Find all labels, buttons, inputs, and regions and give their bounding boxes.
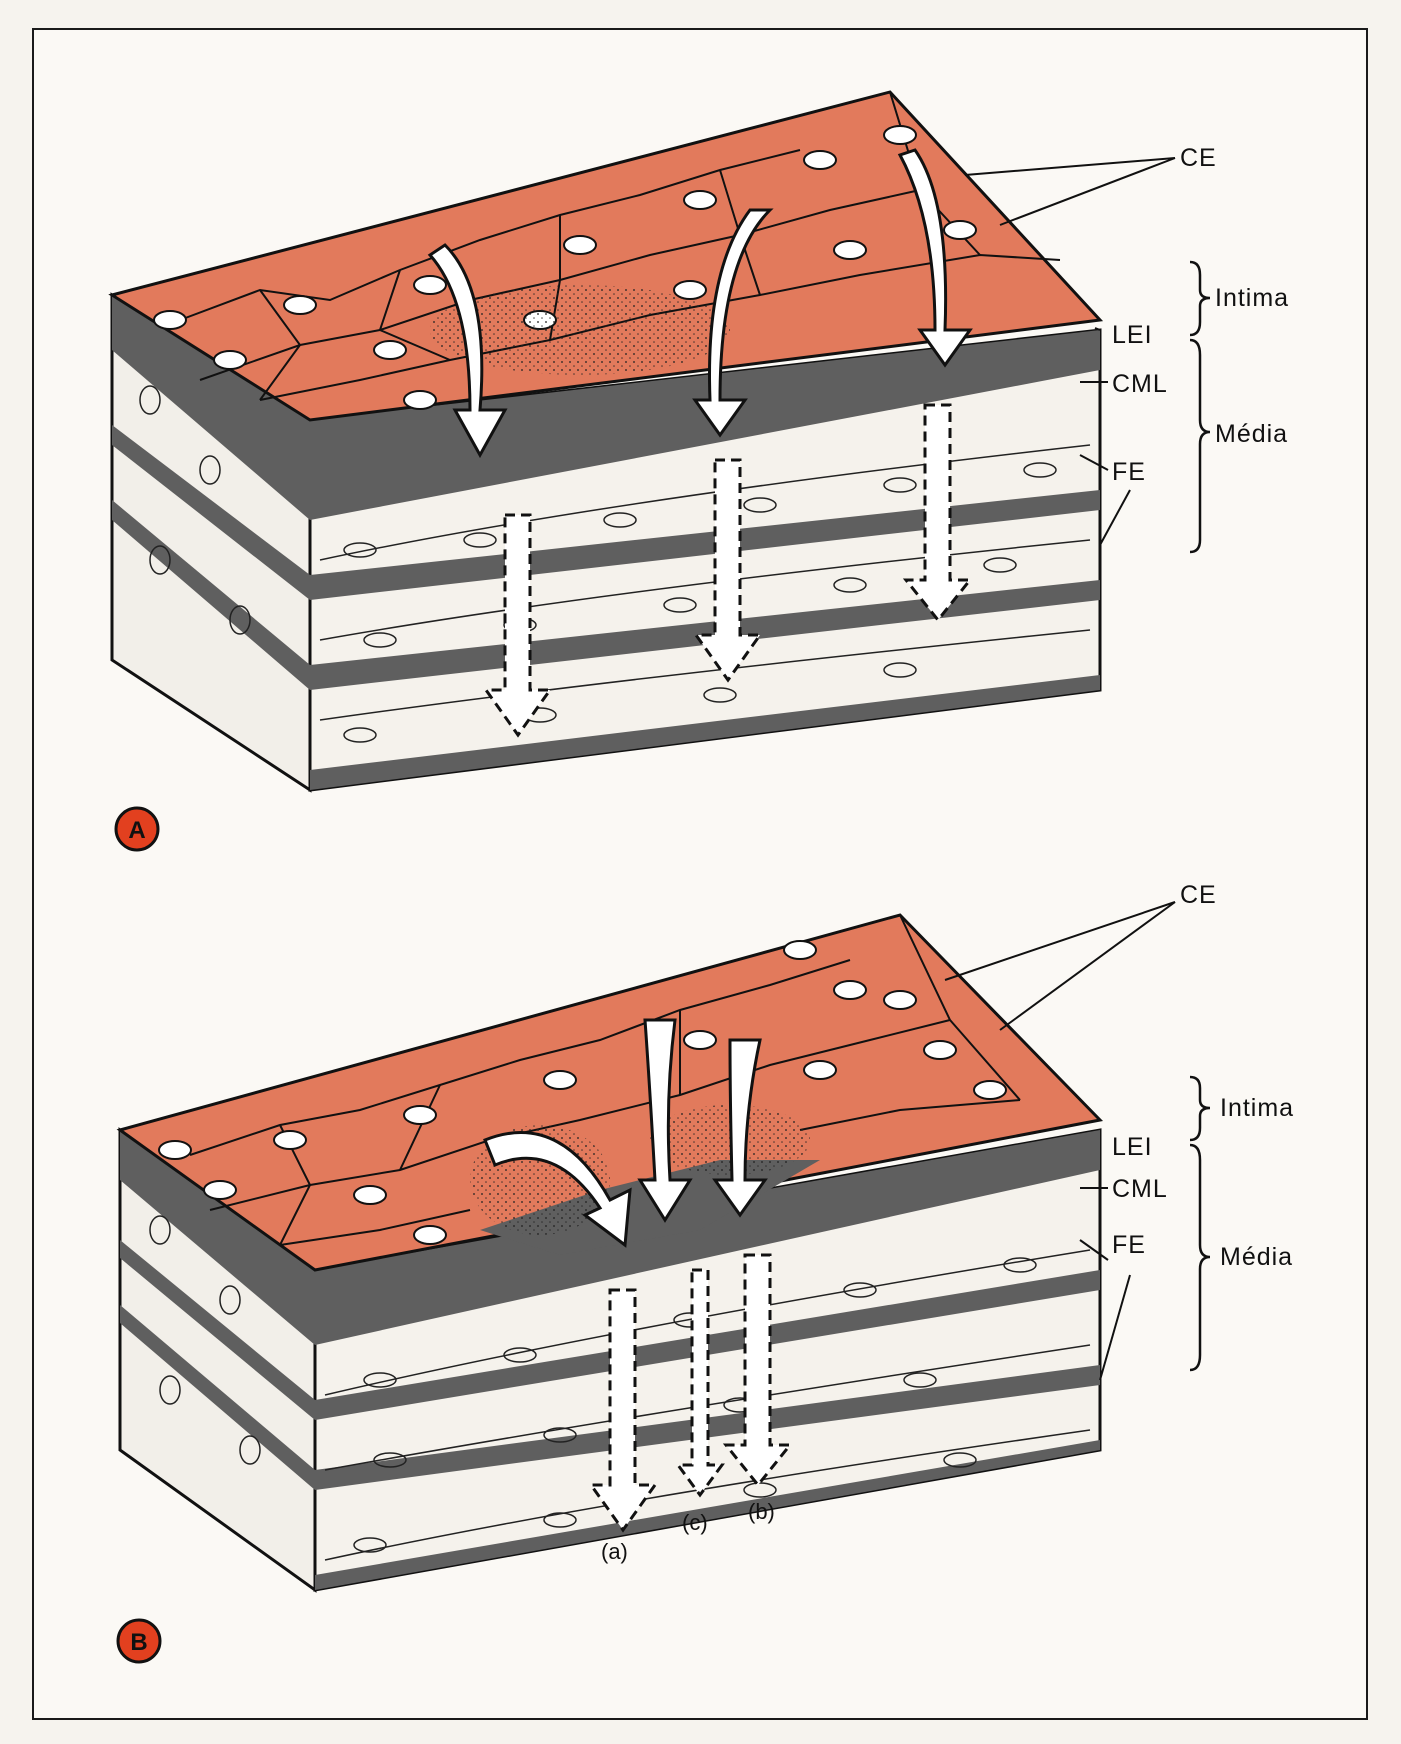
label-intima-b: Intima [1220,1094,1294,1122]
arrow-label-a: (a) [601,1539,628,1564]
label-intima-a: Intima [1215,284,1289,312]
label-let-b: LEI [1112,1133,1153,1161]
label-ce-a: CE [1180,144,1217,172]
label-ce-b: CE [1180,881,1217,909]
badge-a: A [128,817,145,844]
badge-b: B [130,1629,147,1656]
arrow-label-c: (c) [682,1510,708,1535]
label-cml-b: CML [1112,1175,1168,1203]
label-let-a: LEI [1112,321,1153,349]
label-cml-a: CML [1112,370,1168,398]
label-media-a: Média [1215,420,1288,448]
brackets-a [1190,262,1210,552]
panel-a: CE Intima LEI CML Média FE A [112,92,1289,850]
label-media-b: Média [1220,1243,1293,1271]
brackets-b [1190,1077,1210,1370]
label-fe-b: FE [1112,1231,1146,1259]
arrow-label-b: (b) [748,1499,775,1524]
panel-b: CE Intima LEI CML Média FE (a) (c) (b) B [118,881,1294,1662]
label-fe-a: FE [1112,458,1146,486]
